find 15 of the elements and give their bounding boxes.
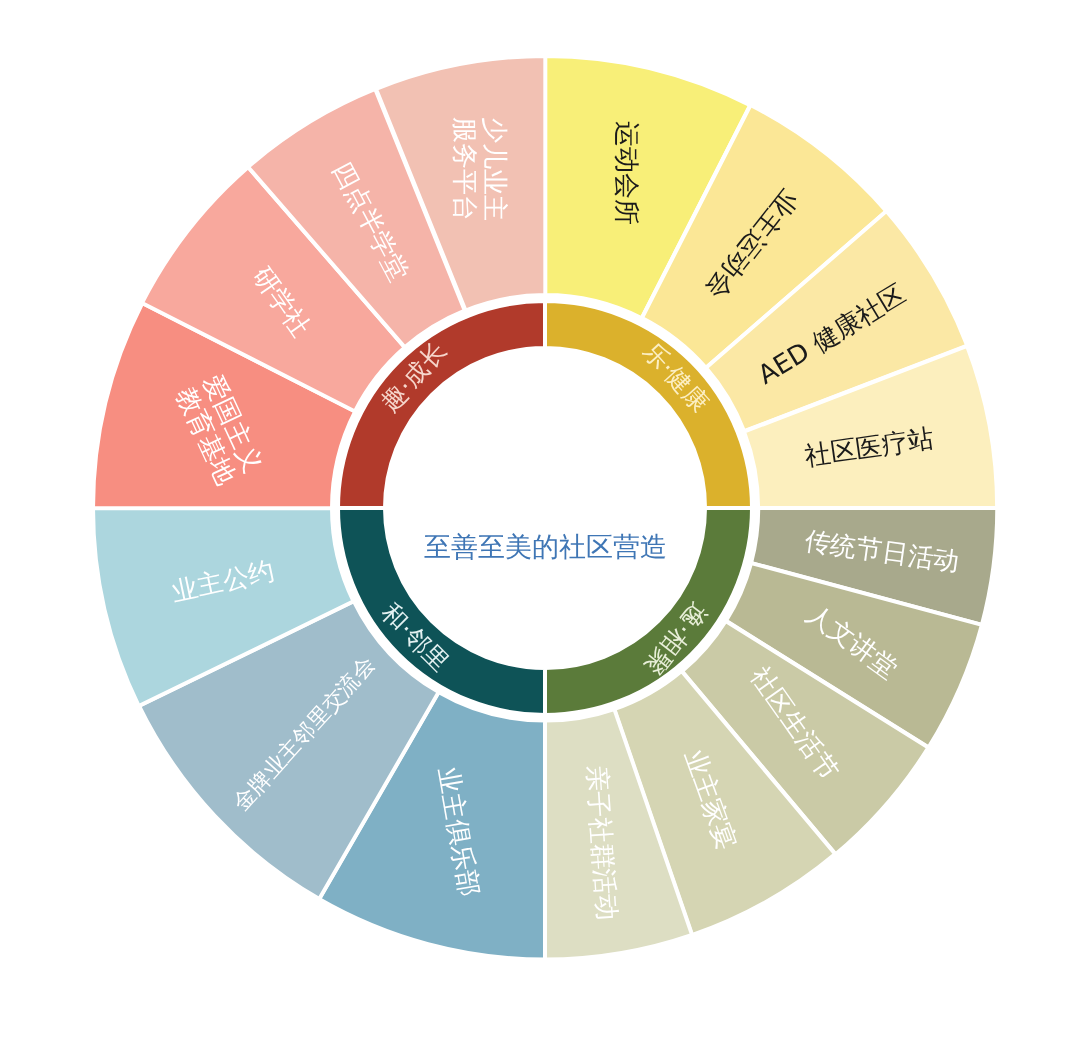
segment-label: 业主俱乐部 <box>432 764 485 899</box>
segment-label: 传统节日活动 <box>802 526 962 578</box>
segment-label: 运动会所 <box>610 120 641 225</box>
ring-label: 逸·相聚 <box>638 596 712 680</box>
segment-label: 四点半学堂 <box>326 157 414 287</box>
segment-label: 研学社 <box>246 261 316 343</box>
segment-label: 亲子社群活动 <box>580 764 622 923</box>
segment-label: 业主家宴 <box>678 745 742 854</box>
ring-label: 乐·健康 <box>636 337 714 419</box>
segment-label: 少儿业主服务平台 <box>449 116 510 223</box>
ring-label: 趣·成长 <box>376 337 454 419</box>
subtitle: 至善至美的社区营造 <box>423 530 667 562</box>
segment-label: 业主公约 <box>169 556 278 608</box>
segment-label: 爱国主义教育基地 <box>170 369 269 491</box>
segment-label: 社区医疗站 <box>803 423 936 472</box>
